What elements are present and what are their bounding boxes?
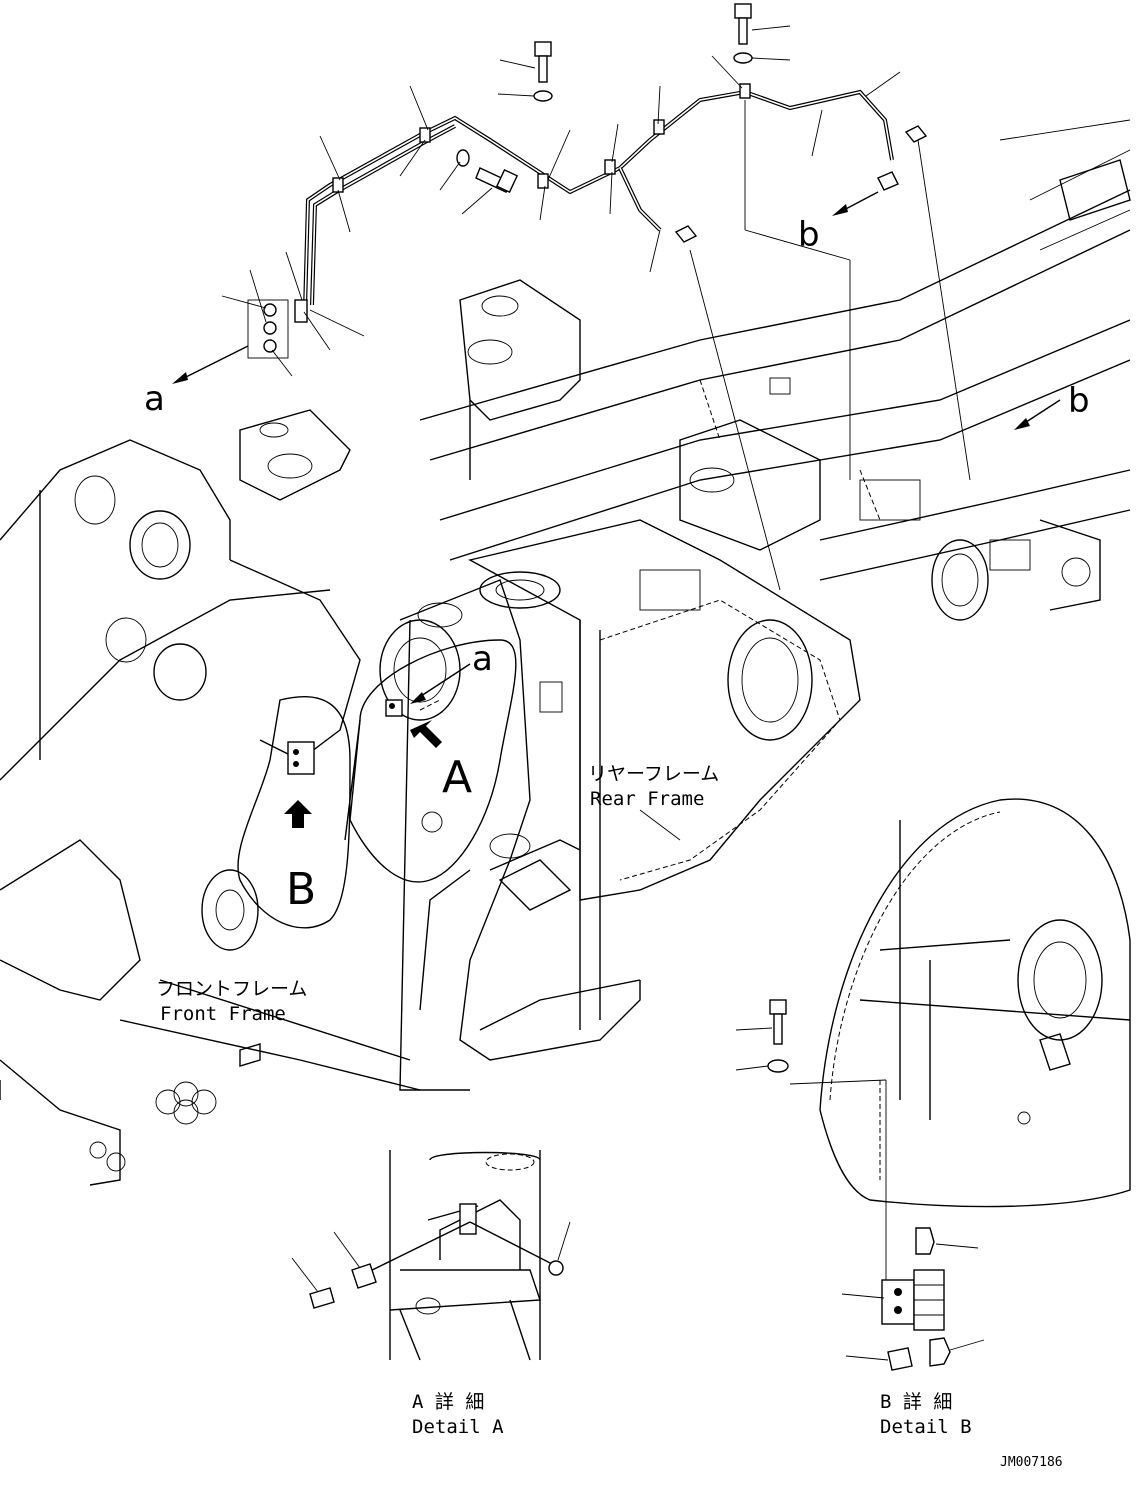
bolt-icon — [734, 3, 752, 45]
detail-b-region — [237, 696, 351, 929]
detail-a-label-jp: A 詳 細 — [412, 1391, 484, 1413]
callout-a-mid: a — [472, 639, 493, 679]
rear-frame-label-jp: リヤーフレーム — [588, 763, 719, 785]
rear-frame — [239, 119, 1131, 1030]
detail-b-view — [735, 798, 1131, 1371]
callout-b-top: b — [798, 215, 820, 255]
bolt-icon — [475, 167, 519, 194]
bolt-icon — [534, 41, 552, 83]
arrow-up-left-icon — [410, 720, 442, 748]
front-frame — [0, 439, 421, 1186]
detail-b-label-en: Detail B — [880, 1416, 972, 1438]
detail-a-region — [344, 639, 517, 883]
rear-frame-label-en: Rear Frame — [590, 788, 704, 810]
front-frame-label-en: Front Frame — [160, 1003, 286, 1025]
view-label-b: B — [286, 864, 316, 915]
arrow-up-icon — [284, 800, 312, 828]
callout-a-top: a — [144, 379, 165, 419]
arrow-b-right — [1014, 399, 1061, 430]
front-frame-label-jp: フロントフレーム — [156, 978, 307, 1000]
bolt-icon — [769, 999, 787, 1045]
detail-b-label-jp: B 詳 細 — [880, 1391, 952, 1413]
arrow-b-top — [832, 191, 879, 216]
callout-b-right: b — [1068, 381, 1090, 421]
drawing-id: JM007186 — [1000, 1455, 1063, 1470]
detail-a-label-en: Detail A — [412, 1416, 504, 1438]
center-hinge — [379, 571, 641, 1091]
arrow-a-mid — [410, 663, 471, 704]
view-label-a: A — [442, 752, 472, 803]
arrow-a-top — [172, 345, 249, 384]
grease-pipe-assembly — [221, 3, 971, 591]
detail-a-view — [291, 1150, 571, 1361]
